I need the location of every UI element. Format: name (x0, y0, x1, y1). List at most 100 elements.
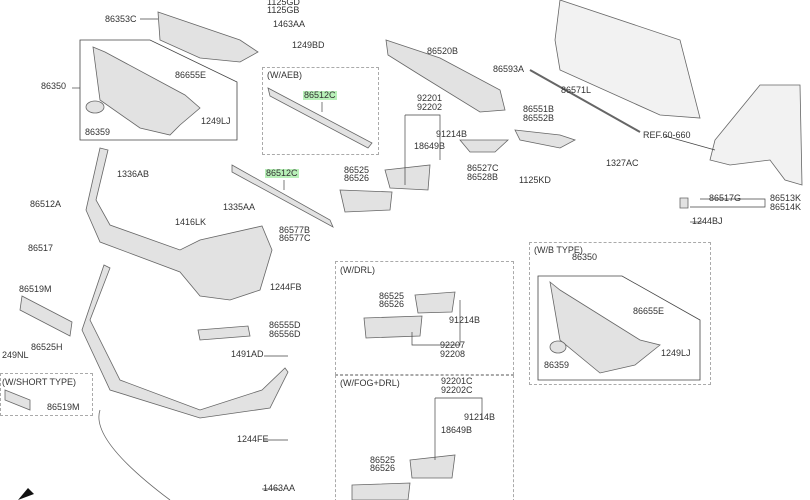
part-number-fog-91214b[interactable]: 91214B (464, 412, 496, 422)
part-number-p92202[interactable]: 92202 (417, 102, 443, 112)
part-number-p1244bj[interactable]: 1244BJ (692, 216, 723, 226)
part-number-p86577b[interactable]: 86577B (279, 225, 311, 235)
part-number-p86353c[interactable]: 86353C (105, 14, 137, 24)
group-label-drl: (W/DRL) (340, 265, 375, 275)
part-number-fog-18649b[interactable]: 18649B (441, 425, 473, 435)
fog-box-lamp-2 (351, 482, 411, 500)
part-number-p86526[interactable]: 86526 (344, 173, 370, 183)
part-number-p1335aa[interactable]: 1335AA (223, 202, 256, 212)
part-number-p86525[interactable]: 86525 (344, 165, 370, 175)
garnish-part (459, 139, 510, 153)
group-label-aeb: (W/AEB) (267, 70, 302, 80)
part-number-wb-86350[interactable]: 86350 (572, 252, 598, 262)
grille-bracket (79, 39, 238, 141)
beam-part (385, 39, 506, 113)
group-short-type (0, 373, 93, 416)
radiator-support-part (554, 0, 701, 119)
upper-cover-part (157, 11, 259, 63)
part-number-p86517g[interactable]: 86517G (709, 193, 742, 203)
part-number-ref[interactable]: REF.60-660 (643, 130, 691, 140)
part-number-p86593a[interactable]: 86593A (493, 64, 525, 74)
part-number-drl-86526[interactable]: 86526 (379, 299, 405, 309)
wb-emblem-part (549, 340, 567, 354)
part-number-p92201[interactable]: 92201 (417, 93, 443, 103)
group-label-fog-drl: (W/FOG+DRL) (340, 378, 400, 388)
group-label-wb-type: (W/B TYPE) (534, 245, 583, 255)
part-number-p86519m-short[interactable]: 86519M (47, 402, 80, 412)
trim-strip-part (98, 409, 171, 500)
part-number-p86556d[interactable]: 86556D (269, 329, 301, 339)
part-number-p86552b[interactable]: 86552B (523, 113, 555, 123)
part-number-p86577c[interactable]: 86577C (279, 233, 311, 243)
bumper-cover-part (85, 147, 273, 301)
part-number-p86517[interactable]: 86517 (28, 243, 54, 253)
part-number-p86512c-aeb[interactable]: 86512C (303, 90, 337, 100)
part-number-fog-86526[interactable]: 86526 (370, 463, 396, 473)
part-number-p1416lk[interactable]: 1416LK (175, 217, 207, 227)
part-number-p86350[interactable]: 86350 (41, 81, 67, 91)
group-aeb (262, 67, 379, 155)
drl-box-lamp (363, 315, 423, 339)
part-number-p1125kd[interactable]: 1125KD (519, 175, 551, 185)
part-number-p1463aa-bottom[interactable]: 1463AA (263, 483, 296, 493)
group-drl (335, 261, 514, 375)
part-number-fog-92201c[interactable]: 92201C (441, 376, 473, 386)
part-number-p86528b[interactable]: 86528B (467, 172, 499, 182)
part-number-p86512a[interactable]: 86512A (30, 199, 62, 209)
lower-grille-part (231, 164, 334, 228)
part-number-p86555d[interactable]: 86555D (269, 320, 301, 330)
part-number-p86655e[interactable]: 86655E (175, 70, 207, 80)
part-number-wb-86359[interactable]: 86359 (544, 360, 570, 370)
part-number-p86520b[interactable]: 86520B (427, 46, 459, 56)
part-number-p1244fb[interactable]: 1244FB (270, 282, 302, 292)
part-number-drl-86525[interactable]: 86525 (379, 291, 405, 301)
part-number-p1125gd[interactable]: 1125GD (267, 0, 300, 7)
part-number-p1125gb[interactable]: 1125GB (267, 5, 300, 15)
part-number-p86519m[interactable]: 86519M (19, 284, 52, 294)
short-plate-part (4, 389, 31, 411)
part-number-p249nl[interactable]: 249NL (2, 350, 29, 360)
part-number-wb-86655e[interactable]: 86655E (633, 306, 665, 316)
part-number-p86551b[interactable]: 86551B (523, 104, 555, 114)
group-label-short-type: (W/SHORT TYPE) (2, 377, 77, 387)
part-number-fog-92202c[interactable]: 92202C (441, 385, 473, 395)
part-number-p1249bd[interactable]: 1249BD (292, 40, 325, 50)
part-number-fog-86525[interactable]: 86525 (370, 455, 396, 465)
part-number-p1491ad[interactable]: 1491AD (231, 349, 264, 359)
lower-lip-part (81, 264, 289, 419)
part-number-p18649b[interactable]: 18649B (414, 141, 446, 151)
part-number-p1336ab[interactable]: 1336AB (117, 169, 150, 179)
part-number-p86513k[interactable]: 86513K (770, 193, 802, 203)
front-direction-arrow (18, 488, 34, 500)
part-number-p86512c[interactable]: 86512C (265, 168, 299, 178)
part-number-p86514k[interactable]: 86514K (770, 202, 802, 212)
crash-bar-part (529, 69, 641, 133)
part-number-p1244fe[interactable]: 1244FE (237, 434, 269, 444)
fender-part (709, 84, 803, 186)
skid-part (197, 325, 251, 341)
part-number-p91214b[interactable]: 91214B (436, 129, 468, 139)
group-wb-type (529, 242, 711, 385)
drl-box-lamp-2 (414, 291, 456, 314)
part-number-p86527c[interactable]: 86527C (467, 163, 499, 173)
part-number-drl-92207[interactable]: 92207 (440, 340, 466, 350)
part-number-p86359[interactable]: 86359 (85, 127, 111, 137)
grille-part (92, 46, 201, 136)
part-number-drl-91214b[interactable]: 91214B (449, 315, 481, 325)
part-number-p86525h[interactable]: 86525H (31, 342, 63, 352)
fog-box-lamp (409, 454, 456, 479)
group-fog-drl (335, 375, 514, 500)
license-bracket-part (19, 295, 73, 337)
leader-lines (72, 18, 766, 490)
part-number-p1327ac[interactable]: 1327AC (606, 158, 639, 168)
part-number-p1249lj[interactable]: 1249LJ (201, 116, 231, 126)
emblem-part (85, 100, 105, 114)
part-number-drl-92208[interactable]: 92208 (440, 349, 466, 359)
part-number-p86571l[interactable]: 86571L (561, 85, 592, 95)
part-number-p1463aa-top[interactable]: 1463AA (273, 19, 306, 29)
wb-grille-bracket (537, 275, 701, 381)
wb-grille-part (549, 281, 661, 374)
part-number-wb-1249lj[interactable]: 1249LJ (661, 348, 691, 358)
